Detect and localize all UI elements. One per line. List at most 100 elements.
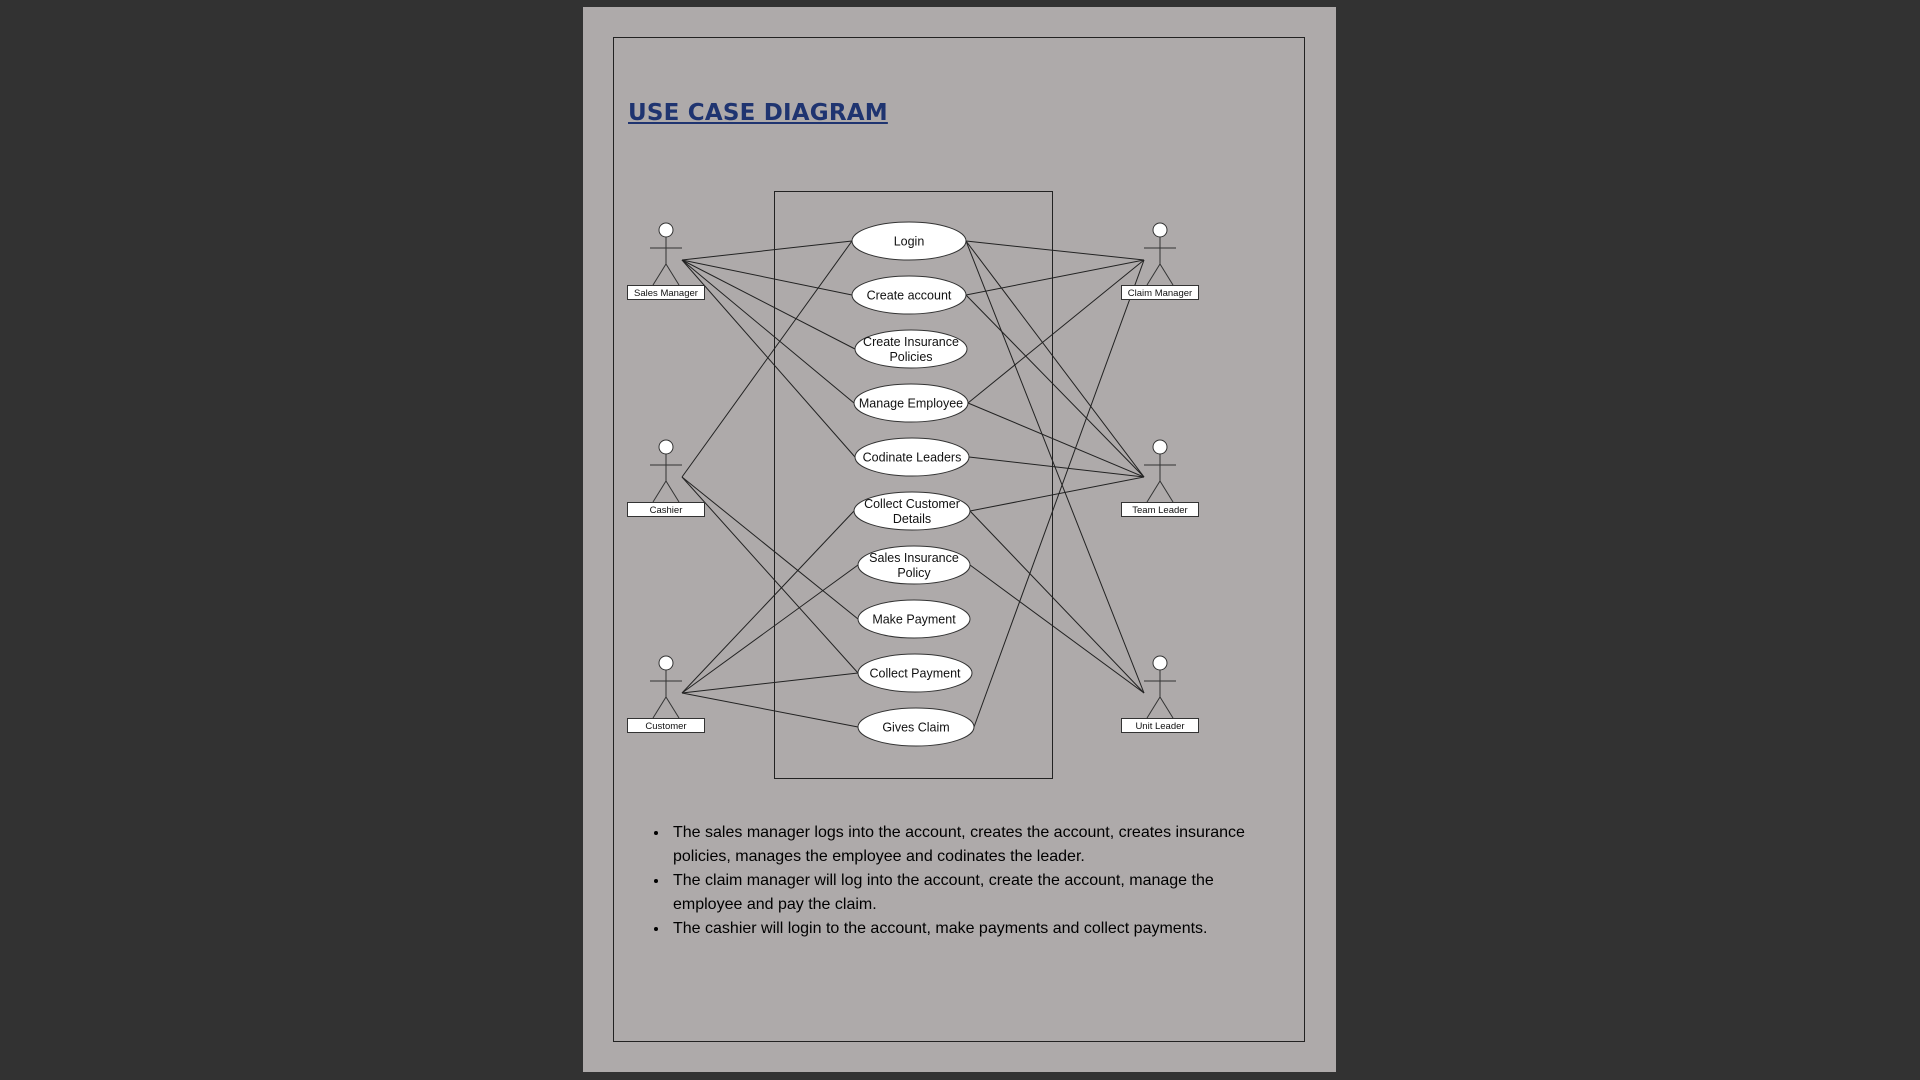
actor-head: [658, 655, 674, 671]
use-case-ellipse: [853, 491, 971, 531]
association-line: [681, 476, 859, 620]
use-case-label: Policies: [889, 350, 932, 364]
use-case-label: Collect Customer: [864, 497, 960, 511]
actor-customer: Customer: [627, 655, 705, 733]
actor-right-leg: [1159, 263, 1174, 286]
actor-claim-manager: Claim Manager: [1121, 222, 1199, 300]
actor-head: [1152, 439, 1168, 455]
actor-right-leg: [665, 480, 680, 503]
note-item: The cashier will login to the account, m…: [669, 917, 1269, 941]
note-item: The claim manager will log into the acco…: [669, 869, 1269, 916]
actor-cashier: Cashier: [627, 439, 705, 517]
page-border: [613, 37, 1305, 1042]
use-case-login: Login: [851, 221, 967, 261]
association-line: [681, 259, 856, 458]
use-case-label: Create account: [867, 289, 952, 303]
actor-unit-leader: Unit Leader: [1121, 655, 1199, 733]
use-case-ellipse: [857, 545, 971, 585]
actor-label-box: [627, 285, 705, 300]
use-case-label: Sales Insurance: [869, 551, 959, 565]
use-case-ellipse: [857, 707, 975, 747]
use-case-manage-employee: Manage Employee: [853, 383, 969, 423]
association-line: [965, 240, 1145, 478]
association-line: [965, 240, 1145, 694]
association-line: [681, 510, 855, 694]
use-case-coordinate-leaders: Codinate Leaders: [854, 437, 970, 477]
use-case-label: Login: [894, 235, 925, 249]
association-line: [681, 240, 853, 478]
actor-left-leg: [652, 263, 667, 286]
association-line: [681, 259, 855, 404]
use-case-label: Collect Payment: [869, 667, 961, 681]
use-case-label: Policy: [897, 566, 931, 580]
use-case-label: Details: [893, 512, 931, 526]
use-case-ellipse: [854, 437, 970, 477]
actor-right-leg: [665, 263, 680, 286]
actor-right-leg: [1159, 480, 1174, 503]
association-line: [681, 240, 853, 261]
association-line: [968, 456, 1145, 478]
system-boundary: [774, 191, 1053, 779]
use-case-label: Gives Claim: [882, 721, 949, 735]
association-line: [681, 564, 859, 694]
use-case-ellipse: [851, 275, 967, 315]
actor-label-box: [1121, 502, 1199, 517]
actor-label: Team Leader: [1132, 505, 1187, 516]
use-case-make-payment: Make Payment: [857, 599, 971, 639]
use-case-gives-claim: Gives Claim: [857, 707, 975, 747]
association-line: [969, 564, 1145, 694]
association-line: [681, 259, 853, 296]
actor-label-box: [627, 718, 705, 733]
actor-head: [658, 222, 674, 238]
actor-label-box: [627, 502, 705, 517]
association-line: [965, 259, 1145, 296]
use-case-create-account: Create account: [851, 275, 967, 315]
actor-team-leader: Team Leader: [1121, 439, 1199, 517]
association-line: [967, 259, 1145, 404]
association-lines: [681, 240, 1145, 728]
actor-left-leg: [1146, 263, 1161, 286]
actor-label: Cashier: [650, 505, 683, 516]
use-case-label: Codinate Leaders: [863, 451, 962, 465]
actor-head: [658, 439, 674, 455]
association-line: [681, 259, 856, 350]
actor-label: Unit Leader: [1135, 721, 1184, 732]
use-case-ellipse: [853, 383, 969, 423]
actor-label-box: [1121, 718, 1199, 733]
association-line: [969, 476, 1145, 512]
association-line: [681, 672, 859, 694]
note-item: The sales manager logs into the account,…: [669, 821, 1269, 868]
actor-left-leg: [652, 480, 667, 503]
actor-left-leg: [1146, 696, 1161, 719]
actor-left-leg: [652, 696, 667, 719]
use-case-label: Manage Employee: [859, 397, 963, 411]
association-line: [969, 510, 1145, 694]
actor-sales-manager: Sales Manager: [627, 222, 705, 300]
use-case-ellipse: [854, 329, 968, 369]
use-case-label: Create Insurance: [863, 335, 959, 349]
actor-head: [1152, 222, 1168, 238]
actor-label-box: [1121, 285, 1199, 300]
page-title: USE CASE DIAGRAM: [628, 100, 888, 126]
association-line: [965, 294, 1145, 478]
use-case-collect-payment: Collect Payment: [857, 653, 973, 693]
association-line: [681, 692, 859, 728]
use-case-ellipse: [857, 653, 973, 693]
actor-right-leg: [1159, 696, 1174, 719]
use-case-label: Make Payment: [872, 613, 956, 627]
association-line: [967, 402, 1145, 478]
actor-head: [1152, 655, 1168, 671]
actor-label: Sales Manager: [634, 288, 698, 299]
actor-left-leg: [1146, 480, 1161, 503]
actor-label: Customer: [645, 721, 686, 732]
notes-list: The sales manager logs into the account,…: [649, 821, 1269, 942]
association-line: [965, 240, 1145, 261]
use-case-ellipse: [857, 599, 971, 639]
